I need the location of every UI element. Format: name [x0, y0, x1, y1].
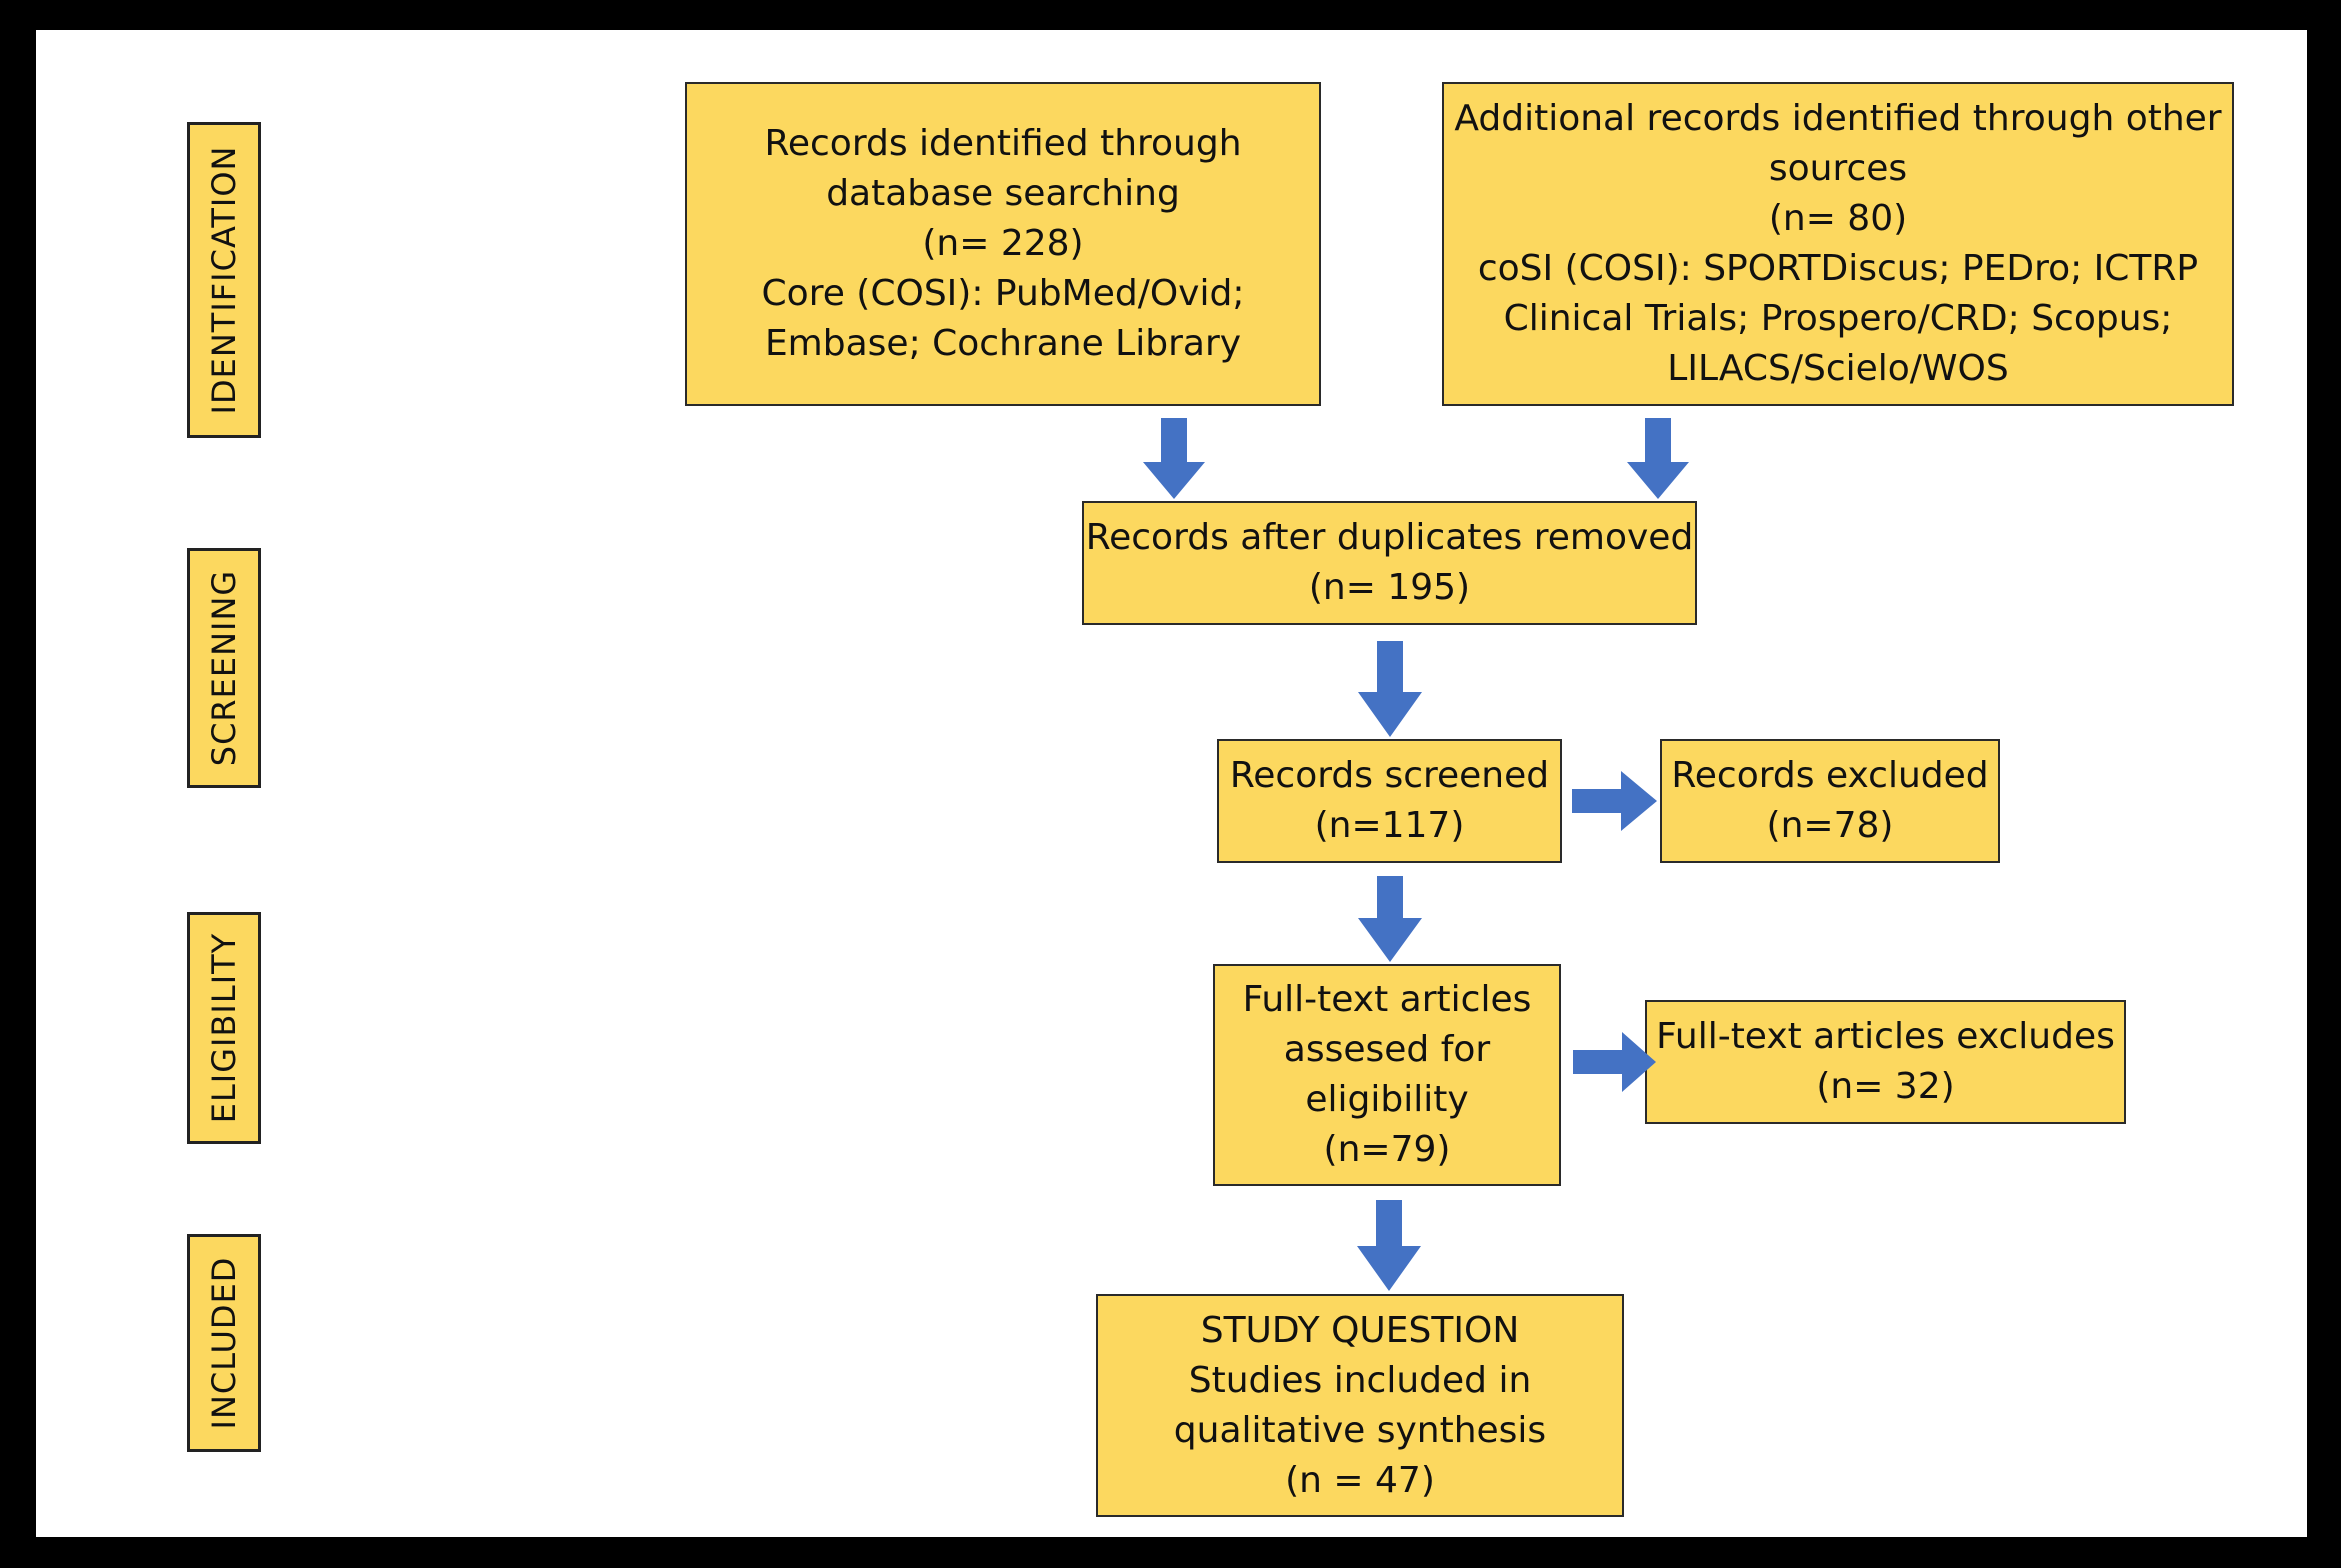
stage-identification: IDENTIFICATION: [187, 122, 261, 438]
box-other-line-5: Clinical Trials; Prospero/CRD; Scopus;: [1503, 298, 2173, 339]
box-fulltext-excluded: Full-text articles excludes (n= 32): [1645, 1000, 2126, 1124]
box-fulltext-line-4: (n=79): [1323, 1129, 1451, 1170]
arrow-down-to-fulltext: [1358, 876, 1422, 962]
stage-included: INCLUDED: [187, 1234, 261, 1452]
box-included-line-1: STUDY QUESTION: [1200, 1309, 1520, 1351]
box-database-records: Records identified through database sear…: [685, 82, 1321, 406]
box-excluded-line-2: (n=78): [1766, 805, 1894, 846]
box-other-line-3: (n= 80): [1768, 198, 1908, 239]
box-included-line-3: qualitative synthesis: [1173, 1409, 1547, 1451]
box-other-line-2: sources: [1768, 148, 1908, 189]
box-database-line-3: (n= 228): [922, 223, 1084, 264]
box-other-line-6: LILACS/Scielo/WOS: [1667, 348, 2009, 389]
box-records-excluded: Records excluded (n=78): [1660, 739, 2000, 863]
box-fulltext-line-1: Full-text articles: [1242, 979, 1532, 1020]
box-screened-line-2: (n=117): [1314, 805, 1465, 846]
box-fulltext-line-2: assesed for: [1283, 1029, 1491, 1070]
box-after-duplicates: Records after duplicates removed (n= 195…: [1082, 501, 1697, 625]
box-database-line-1: Records identified through: [764, 123, 1242, 164]
box-fulltext-assessed: Full-text articles assesed for eligibili…: [1213, 964, 1561, 1186]
box-other-line-1: Additional records identified through ot…: [1454, 98, 2222, 139]
box-studies-included: STUDY QUESTION Studies included in quali…: [1096, 1294, 1624, 1517]
box-excluded-line-1: Records excluded: [1671, 755, 1989, 796]
arrow-down-to-included: [1357, 1200, 1421, 1291]
box-included-line-2: Studies included in: [1188, 1359, 1532, 1401]
arrow-down-other-sources: [1627, 418, 1689, 499]
box-database-line-5: Embase; Cochrane Library: [764, 323, 1242, 364]
diagram-canvas: IDENTIFICATION SCREENING ELIGIBILITY INC…: [36, 30, 2307, 1537]
arrow-right-to-excluded: [1572, 771, 1657, 831]
box-other-sources: Additional records identified through ot…: [1442, 82, 2234, 406]
flow-arrows: [1143, 418, 1689, 1291]
box-included-line-4: (n = 47): [1285, 1459, 1435, 1501]
arrow-down-database: [1143, 418, 1205, 499]
box-database-line-2: database searching: [826, 173, 1180, 214]
box-fulltext-line-3: eligibility: [1305, 1079, 1469, 1120]
box-fulltext-excluded-line-1: Full-text articles excludes: [1656, 1016, 2115, 1057]
box-records-screened: Records screened (n=117): [1217, 739, 1562, 863]
arrow-down-to-screened: [1358, 641, 1422, 737]
box-screened-line-1: Records screened: [1229, 755, 1550, 796]
box-database-line-4: Core (COSI): PubMed/Ovid;: [761, 273, 1245, 314]
box-other-line-4: coSI (COSI): SPORTDiscus; PEDro; ICTRP: [1477, 248, 2199, 289]
arrow-right-to-fulltext-excluded: [1573, 1032, 1656, 1092]
box-fulltext-excluded-line-2: (n= 32): [1816, 1066, 1955, 1107]
stage-screening: SCREENING: [187, 548, 261, 788]
box-duplicates-line-2: (n= 195): [1308, 567, 1471, 608]
box-duplicates-line-1: Records after duplicates removed: [1085, 517, 1694, 558]
stage-eligibility: ELIGIBILITY: [187, 912, 261, 1144]
